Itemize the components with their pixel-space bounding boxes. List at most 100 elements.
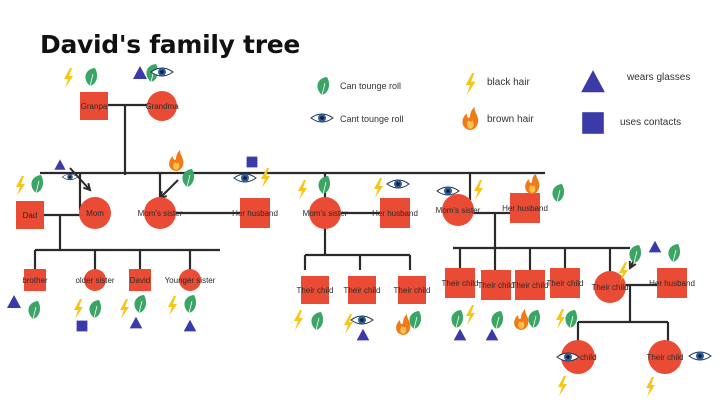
person-circle-older_sister	[84, 269, 106, 291]
legend-black-hair-bolt-icon	[465, 73, 476, 95]
cant-tongue-roll-eye-icon	[233, 173, 257, 183]
tongue-roll-leaf-icon	[28, 301, 41, 320]
legend-brown-hair-flame-icon	[462, 106, 479, 130]
brown-hair-flame-icon	[525, 173, 540, 194]
tongue-roll-leaf-icon	[451, 310, 464, 329]
person-circle-moms_sister_1	[144, 197, 176, 229]
black-hair-bolt-icon	[261, 168, 270, 188]
legend-glasses-triangle-icon	[581, 70, 605, 93]
person-label-c3d: Their child	[547, 279, 584, 288]
black-hair-bolt-icon	[619, 262, 628, 282]
person-label-moms_sister_3: Mom's sister	[436, 206, 481, 215]
person-label-moms_sister_2: Mom's sister	[303, 209, 348, 218]
cant-tongue-roll-eye-icon	[350, 315, 374, 325]
person-square-dad	[16, 201, 44, 229]
legend-cant-tongue-roll-eye-icon	[310, 113, 334, 123]
legend-glasses-label: wears glasses	[627, 72, 691, 83]
glasses-triangle-icon	[648, 240, 662, 253]
black-hair-bolt-icon	[556, 309, 565, 329]
person-circle-moms_sister_2	[309, 197, 341, 229]
person-label-dad: Dad	[23, 211, 38, 220]
tongue-roll-leaf-icon	[491, 311, 504, 330]
black-hair-bolt-icon	[16, 176, 25, 196]
arrow-line	[159, 179, 179, 199]
black-hair-bolt-icon	[558, 376, 567, 396]
cant-tongue-roll-eye-icon	[150, 67, 174, 77]
tongue-roll-leaf-icon	[89, 300, 102, 319]
legend-black-hair-label: black hair	[487, 77, 530, 88]
glasses-triangle-icon	[453, 328, 467, 341]
cant-tongue-roll-eye-icon	[436, 186, 460, 196]
person-circle-c3e	[594, 271, 626, 303]
person-square-her_husband_2	[380, 198, 410, 228]
person-square-c3c	[515, 270, 545, 300]
glasses-triangle-icon	[54, 159, 66, 170]
person-label-older_sister: older sister	[75, 276, 114, 285]
person-circle-grandma	[147, 91, 177, 121]
black-hair-bolt-icon	[294, 310, 303, 330]
person-circle-younger_sister	[179, 269, 201, 291]
tongue-roll-leaf-icon	[134, 295, 147, 314]
person-label-grandpa: Granpa	[81, 102, 108, 111]
person-label-c2b: Their child	[344, 286, 381, 295]
person-square-c3b	[481, 270, 511, 300]
glasses-triangle-icon	[183, 319, 197, 332]
person-square-david	[129, 269, 151, 291]
person-label-grandma: Grandma	[145, 102, 179, 111]
black-hair-bolt-icon	[374, 178, 383, 198]
person-label-her_husband_1: Her husband	[232, 209, 278, 218]
arrow-line	[69, 167, 91, 191]
tongue-roll-leaf-icon	[528, 310, 541, 329]
person-label-g2: Their child	[647, 353, 684, 362]
person-circle-mom	[79, 197, 111, 229]
person-label-brother: brother	[22, 276, 48, 285]
tongue-roll-leaf-icon	[182, 169, 195, 188]
person-label-her_husband_2: Her husband	[372, 209, 418, 218]
cant-tongue-roll-eye-icon	[688, 351, 712, 361]
brown-hair-flame-icon	[169, 150, 184, 171]
person-label-c3b: Their child	[478, 281, 515, 290]
brown-hair-flame-icon	[514, 309, 529, 330]
tongue-roll-leaf-icon	[629, 245, 642, 264]
person-label-c3e: Their child	[592, 283, 629, 292]
black-hair-bolt-icon	[474, 180, 483, 200]
person-label-mom: Mom	[86, 209, 104, 218]
person-circle-moms_sister_3	[442, 194, 474, 226]
glasses-triangle-icon	[129, 316, 143, 329]
person-label-david: David	[130, 276, 150, 285]
person-square-her_husband_3	[510, 193, 540, 223]
person-circle-g2	[648, 340, 682, 374]
black-hair-bolt-icon	[646, 377, 655, 397]
person-label-husband4: Her husband	[649, 279, 695, 288]
person-square-c2c	[398, 276, 426, 304]
black-hair-bolt-icon	[74, 299, 83, 319]
contacts-square-icon	[76, 320, 88, 332]
glasses-triangle-icon	[485, 328, 499, 341]
person-label-c3c: Their child	[512, 281, 549, 290]
person-label-her_husband_3: Her husband	[502, 204, 548, 213]
legend-tongue-roll-label: Can tounge roll	[340, 81, 402, 91]
cant-tongue-roll-eye-icon	[61, 173, 79, 181]
cant-tongue-roll-eye-icon	[386, 179, 410, 189]
cant-tongue-roll-eye-icon	[556, 352, 580, 362]
glasses-triangle-icon	[356, 328, 370, 341]
person-square-c2a	[301, 276, 329, 304]
tongue-roll-leaf-icon	[409, 311, 422, 330]
diagram-title: David's family tree	[40, 30, 301, 59]
tongue-roll-leaf-icon	[311, 312, 324, 331]
tongue-roll-leaf-icon	[668, 244, 681, 263]
tongue-roll-leaf-icon	[184, 295, 197, 314]
person-label-c2c: Their child	[394, 286, 431, 295]
person-square-c2b	[348, 276, 376, 304]
contacts-square-icon	[246, 156, 258, 168]
arrow-head	[83, 182, 92, 192]
glasses-triangle-icon	[133, 66, 147, 79]
person-label-c3a: Their child	[442, 279, 479, 288]
black-hair-bolt-icon	[168, 296, 177, 316]
person-label-younger_sister: Younger sister	[165, 276, 216, 285]
legend-brown-hair-label: brown hair	[487, 114, 534, 125]
tongue-roll-leaf-icon	[31, 175, 44, 194]
legend-cant-tongue-roll-label: Cant tounge roll	[340, 114, 404, 124]
